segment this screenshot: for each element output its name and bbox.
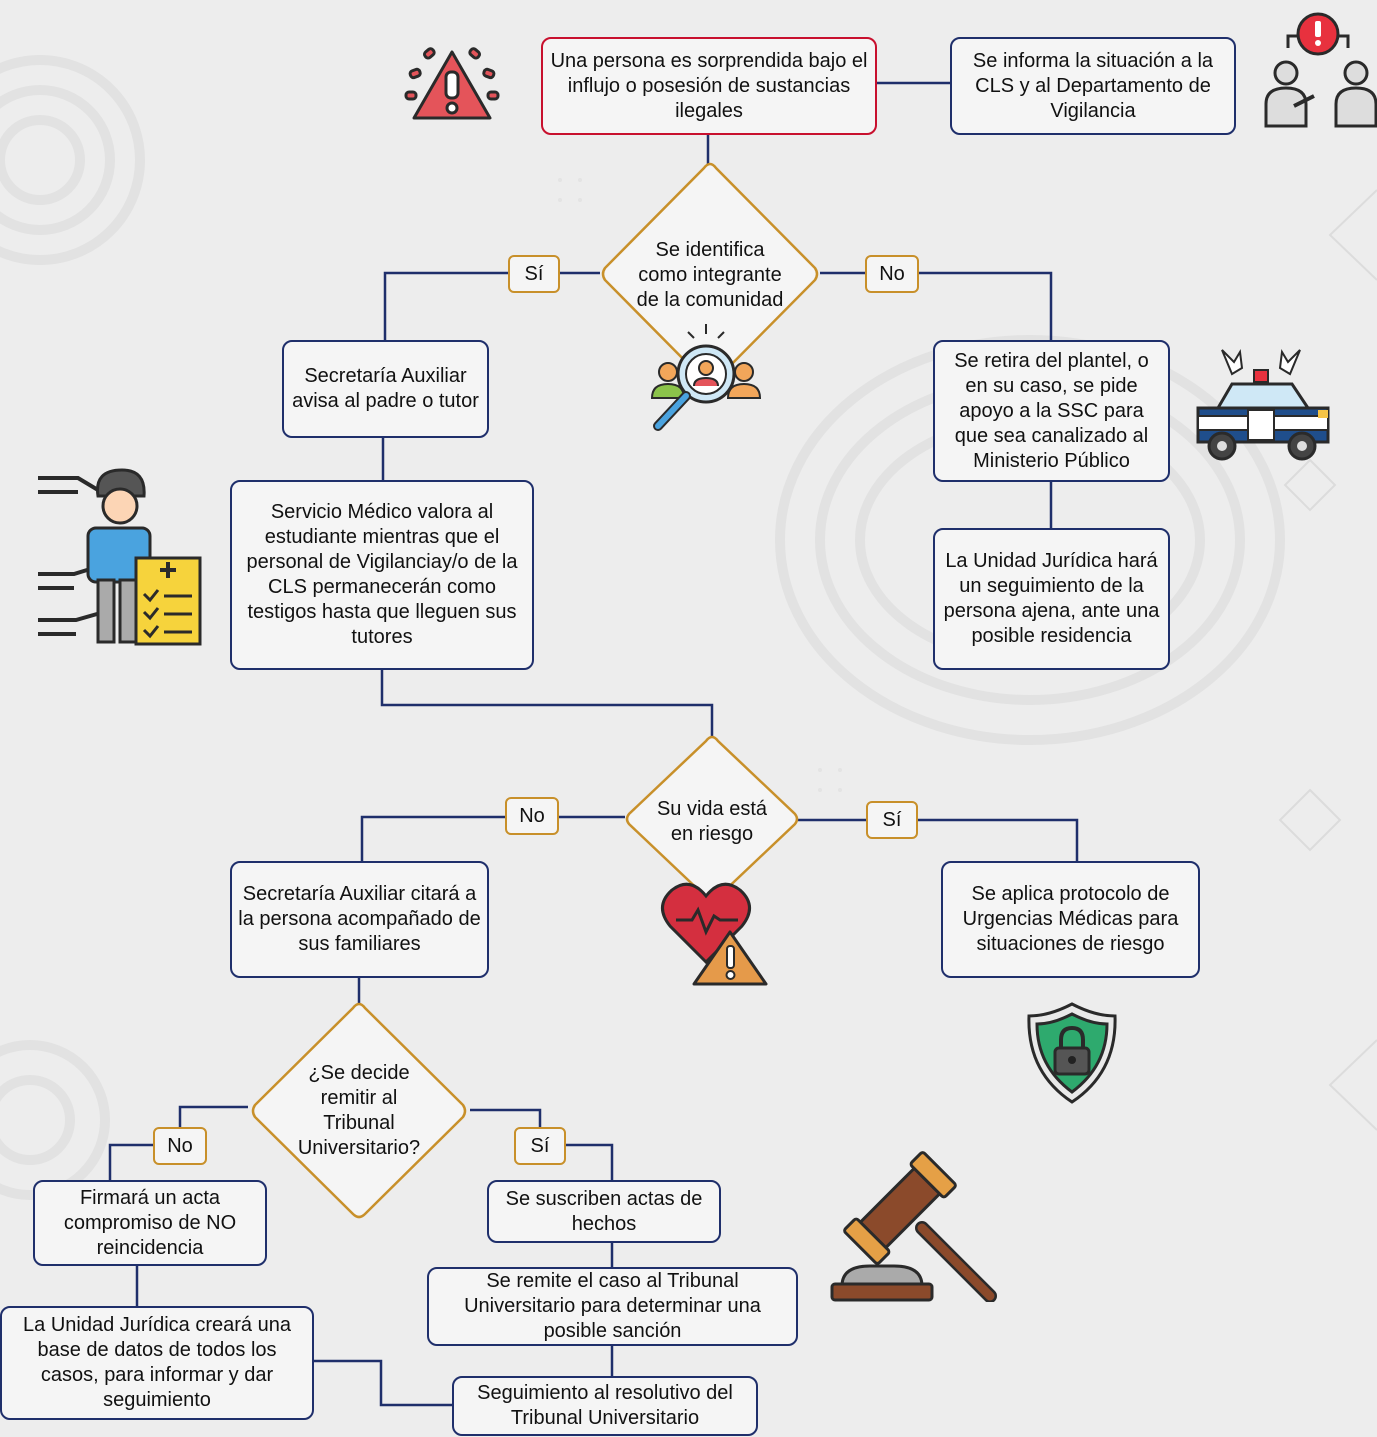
- facts-record-node: Se suscriben actas de hechos: [487, 1180, 721, 1243]
- label-q2-no: No: [505, 797, 559, 835]
- emergency-node: Se aplica protocolo de Urgencias Médicas…: [941, 861, 1200, 978]
- heart-risk-icon: [661, 882, 768, 986]
- decision-tribunal-text: ¿Se decide remitir al Tribunal Universit…: [297, 1062, 421, 1159]
- inform-node: Se informa la situación a la CLS y al De…: [950, 37, 1236, 135]
- commitment-node: Firmará un acta compromiso de NO reincid…: [33, 1180, 267, 1266]
- label-q3-yes: Sí: [514, 1127, 566, 1165]
- label-q2-yes: Sí: [866, 801, 918, 839]
- tribunal-followup-node: Seguimiento al resolutivo del Tribunal U…: [452, 1376, 758, 1436]
- medical-node: Servicio Médico valora al estudiante mie…: [230, 480, 534, 670]
- label-q1-yes: Sí: [508, 255, 560, 293]
- decision-community-text: Se identifica como integrante de la comu…: [636, 238, 784, 311]
- database-node: La Unidad Jurídica creará una base de da…: [0, 1306, 314, 1420]
- label-q3-no: No: [153, 1127, 207, 1165]
- security-shield-icon: [1027, 1002, 1117, 1104]
- notify-parent-node: Secretaría Auxiliar avisa al padre o tut…: [282, 340, 489, 438]
- student-medical-report-icon: [38, 468, 202, 646]
- decision-community: Se identifica como integrante de la comu…: [598, 160, 822, 388]
- start-node: Una persona es sorprendida bajo el influ…: [541, 37, 877, 135]
- decision-tribunal: ¿Se decide remitir al Tribunal Universit…: [248, 1000, 470, 1222]
- gavel-icon: [830, 1151, 997, 1302]
- warning-icon: [404, 47, 500, 120]
- withdraw-node: Se retira del plantel, o en su caso, se …: [933, 340, 1170, 482]
- informing-people-icon: [1264, 12, 1377, 128]
- decision-life-risk-text: Su vida está en riesgo: [656, 798, 768, 845]
- police-car-icon: [1196, 349, 1330, 461]
- decision-life-risk: Su vida está en riesgo: [623, 734, 801, 904]
- legal-followup-node: La Unidad Jurídica hará un seguimiento d…: [933, 528, 1170, 670]
- tribunal-case-node: Se remite el caso al Tribunal Universita…: [427, 1267, 798, 1346]
- search-community-icon: [650, 324, 762, 431]
- summon-node: Secretaría Auxiliar citará a la persona …: [230, 861, 489, 978]
- label-q1-no: No: [865, 255, 919, 293]
